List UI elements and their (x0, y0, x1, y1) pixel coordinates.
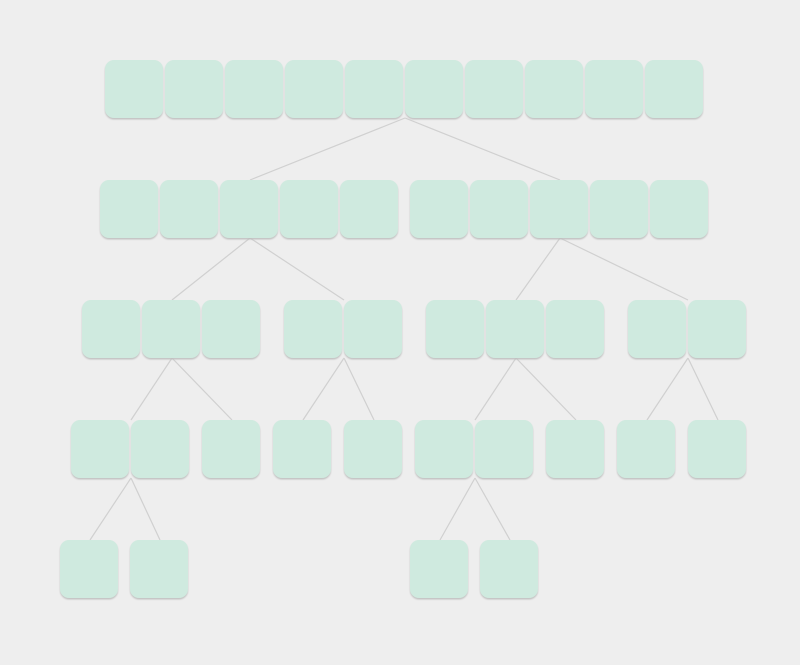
array-cell (426, 300, 484, 358)
array-cell (344, 300, 402, 358)
array-cell (546, 420, 604, 478)
tree-node-level-3-2 (273, 420, 331, 478)
array-cell (160, 180, 218, 238)
array-cell (590, 180, 648, 238)
array-cell (344, 420, 402, 478)
tree-edge (89, 477, 132, 541)
tree-node-level-3-5 (546, 420, 604, 478)
array-cell (585, 60, 643, 118)
array-cell (71, 420, 129, 478)
tree-node-level-3-0 (71, 420, 189, 478)
tree-edge (559, 237, 689, 301)
tree-edge (646, 357, 689, 421)
array-cell (688, 420, 746, 478)
tree-node-level-4-0 (60, 540, 118, 598)
tree-node-level-0-0 (105, 60, 703, 118)
tree-edge (515, 357, 577, 421)
array-cell (100, 180, 158, 238)
array-cell (284, 300, 342, 358)
array-cell (82, 300, 140, 358)
tree-node-level-3-6 (617, 420, 675, 478)
tree-node-level-2-1 (284, 300, 402, 358)
array-cell (465, 60, 523, 118)
array-cell (470, 180, 528, 238)
nodes-layer (60, 60, 746, 598)
tree-edge (515, 237, 561, 301)
tree-node-level-4-2 (410, 540, 468, 598)
array-cell (285, 60, 343, 118)
array-cell (530, 180, 588, 238)
tree-edge (249, 237, 345, 301)
array-cell (617, 420, 675, 478)
array-cell (340, 180, 398, 238)
tree-node-level-4-3 (480, 540, 538, 598)
array-cell (405, 60, 463, 118)
tree-edge (343, 357, 375, 421)
tree-node-level-3-7 (688, 420, 746, 478)
array-cell (60, 540, 118, 598)
array-cell (220, 180, 278, 238)
array-cell (525, 60, 583, 118)
array-cell (165, 60, 223, 118)
tree-node-level-3-3 (344, 420, 402, 478)
tree-node-level-1-0 (100, 180, 398, 238)
tree-edge (474, 477, 511, 541)
tree-node-level-3-1 (202, 420, 260, 478)
array-cell (142, 300, 200, 358)
array-cell (480, 540, 538, 598)
tree-node-level-2-3 (628, 300, 746, 358)
array-cell (415, 420, 473, 478)
array-cell (345, 60, 403, 118)
array-cell (202, 300, 260, 358)
array-cell (650, 180, 708, 238)
array-cell (628, 300, 686, 358)
array-cell (546, 300, 604, 358)
array-cell (410, 180, 468, 238)
array-cell (410, 540, 468, 598)
tree-edge (302, 357, 345, 421)
tree-edge (130, 477, 161, 541)
tree-node-level-4-1 (130, 540, 188, 598)
array-cell (130, 540, 188, 598)
tree-edge (130, 357, 173, 421)
array-cell (131, 420, 189, 478)
array-cell (475, 420, 533, 478)
array-cell (273, 420, 331, 478)
array-cell (280, 180, 338, 238)
tree-edge (439, 477, 476, 541)
array-cell (645, 60, 703, 118)
tree-edge (404, 117, 561, 181)
tree-edge (171, 237, 251, 301)
tree-node-level-1-1 (410, 180, 708, 238)
array-cell (202, 420, 260, 478)
tree-node-level-2-0 (82, 300, 260, 358)
tree-node-level-3-4 (415, 420, 533, 478)
edges-layer (89, 117, 719, 541)
tree-edge (249, 117, 406, 181)
array-cell (486, 300, 544, 358)
tree-edge (474, 357, 517, 421)
array-cell (225, 60, 283, 118)
array-cell (688, 300, 746, 358)
tree-node-level-2-2 (426, 300, 604, 358)
array-cell (105, 60, 163, 118)
tree-edge (687, 357, 719, 421)
tree-edge (171, 357, 233, 421)
